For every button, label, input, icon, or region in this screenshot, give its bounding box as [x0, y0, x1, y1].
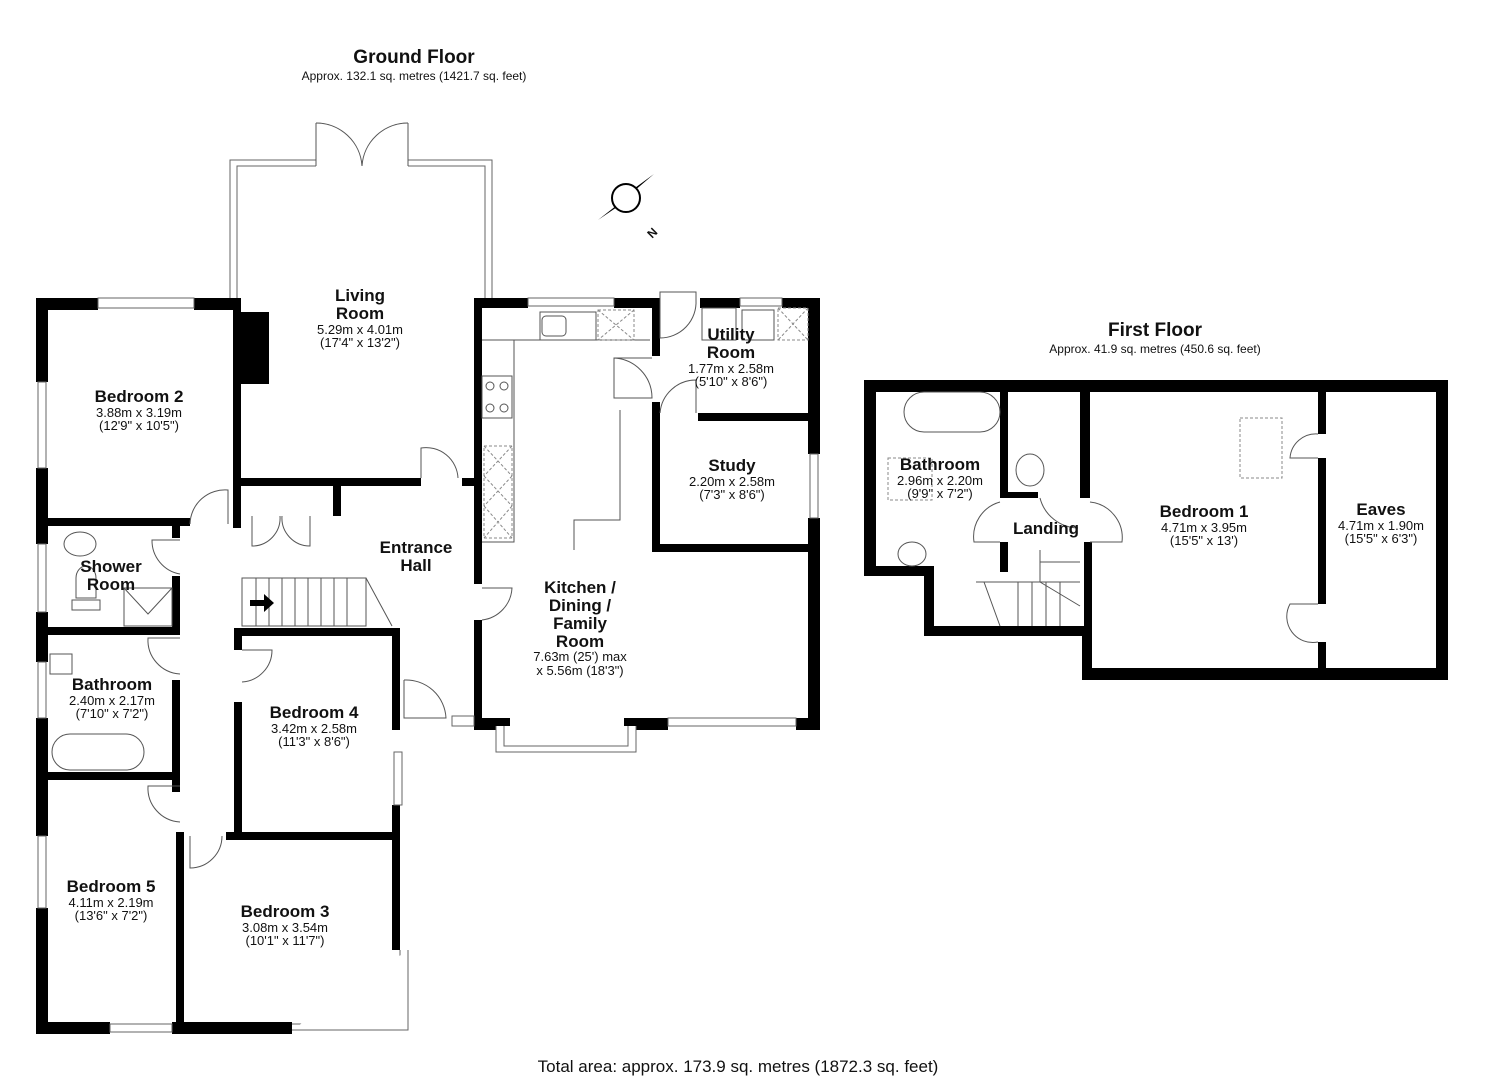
room-name: Landing	[1012, 519, 1080, 538]
room-name: Family	[553, 613, 607, 633]
room-imperial: (15'5" x 13')	[1169, 533, 1239, 549]
room-living-room: Living Room 5.29m x 4.01m (17'4" x 13'2"…	[317, 287, 403, 350]
room-name: Dining /	[548, 595, 612, 615]
room-bathroom-first: Bathroom 2.96m x 2.20m (9'9" x 7'2")	[897, 456, 983, 501]
room-shower-room: Shower Room	[80, 558, 141, 594]
room-name: Shower	[80, 557, 142, 576]
total-area: Total area: approx. 173.9 sq. metres (18…	[537, 1057, 939, 1076]
room-name: Utility	[707, 325, 755, 344]
ground-floor-windows	[37, 297, 819, 1033]
room-kitchen-dining-family: Kitchen / Dining / Family Room 7.63m (25…	[533, 579, 627, 678]
ground-floor-stairs	[241, 577, 393, 627]
first-floor-plan	[864, 380, 1448, 680]
room-name: Bathroom	[71, 675, 153, 694]
room-name: Study	[708, 456, 756, 475]
room-imperial: (11'3" x 8'6")	[278, 734, 350, 750]
room-metric: 3.88m x 3.19m	[95, 404, 182, 420]
room-entrance-hall: Entrance Hall	[380, 539, 453, 575]
ground-floor-heading: Ground Floor	[353, 47, 475, 68]
room-bedroom-1: Bedroom 1 4.71m x 3.95m (15'5" x 13')	[1160, 503, 1249, 548]
room-eaves: Eaves 4.71m x 1.90m (15'5" x 6'3")	[1338, 501, 1424, 546]
ground-floor-area: Approx. 132.1 sq. metres (1421.7 sq. fee…	[301, 68, 527, 83]
room-metric: 4.71m x 1.90m	[1338, 517, 1424, 533]
first-floor-walls	[864, 380, 1448, 680]
room-imperial: (13'6" x 7'2")	[74, 908, 148, 924]
room-name: Room	[706, 342, 756, 362]
room-imperial: (12'9" x 10'5")	[99, 418, 179, 434]
room-imperial: (15'5" x 6'3")	[1344, 531, 1418, 547]
room-name: Eaves	[1356, 500, 1406, 519]
room-name: Entrance	[379, 538, 453, 557]
first-floor-fittings	[887, 391, 1319, 644]
ground-floor-sanitary	[49, 531, 173, 771]
room-bedroom-5: Bedroom 5 4.11m x 2.19m (13'6" x 7'2")	[67, 878, 156, 923]
room-metric: 4.11m x 2.19m	[68, 894, 154, 910]
compass-rose-icon	[598, 172, 654, 222]
living-room-bay-window	[229, 122, 493, 300]
room-name: Living	[334, 286, 386, 305]
room-imperial: x 5.56m (18'3")	[536, 663, 624, 679]
ground-floor-walls	[36, 298, 820, 1034]
room-name: Room	[335, 303, 385, 323]
room-imperial: (5'10" x 8'6")	[694, 374, 768, 390]
room-metric: 2.96m x 2.20m	[897, 472, 983, 488]
room-bathroom-ground: Bathroom 2.40m x 2.17m (7'10" x 7'2")	[69, 676, 155, 721]
room-metric: 5.29m x 4.01m	[317, 321, 403, 337]
room-imperial: (17'4" x 13'2")	[320, 335, 400, 351]
room-metric: 7.63m (25') max	[533, 649, 627, 665]
first-floor-heading: First Floor	[1108, 320, 1202, 341]
room-name: Bedroom 3	[240, 902, 330, 921]
room-metric: 2.40m x 2.17m	[69, 692, 155, 708]
ground-floor-doors	[147, 291, 697, 869]
room-name: Hall	[400, 555, 432, 575]
first-floor-title: First Floor Approx. 41.9 sq. metres (450…	[1049, 320, 1261, 356]
room-utility-room: Utility Room 1.77m x 2.58m (5'10" x 8'6"…	[688, 326, 774, 389]
room-name: Room	[555, 631, 605, 651]
room-imperial: (7'3" x 8'6")	[699, 487, 765, 503]
room-metric: 3.42m x 2.58m	[270, 720, 357, 736]
room-metric: 2.20m x 2.58m	[689, 473, 775, 489]
ground-floor-title: Ground Floor Approx. 132.1 sq. metres (1…	[301, 47, 527, 83]
room-name: Bathroom	[899, 455, 981, 474]
room-name: Room	[86, 574, 136, 594]
room-name: Bedroom 1	[1159, 502, 1249, 521]
kitchen-fittings	[481, 307, 809, 550]
room-imperial: (9'9" x 7'2")	[907, 486, 973, 502]
ground-floor-plan	[36, 122, 820, 1034]
room-name: Bedroom 2	[94, 387, 184, 406]
room-bedroom-3: Bedroom 3 3.08m x 3.54m (10'1" x 11'7")	[241, 903, 330, 948]
room-name: Bedroom 5	[66, 877, 156, 896]
stairs-direction-arrow	[250, 594, 274, 612]
room-imperial: (7'10" x 7'2")	[75, 706, 149, 722]
first-floor-area: Approx. 41.9 sq. metres (450.6 sq. feet)	[1049, 341, 1261, 356]
room-metric: 4.71m x 3.95m	[1160, 519, 1247, 535]
room-metric: 3.08m x 3.54m	[241, 919, 328, 935]
room-study: Study 2.20m x 2.58m (7'3" x 8'6")	[689, 457, 775, 502]
room-bedroom-2: Bedroom 2 3.88m x 3.19m (12'9" x 10'5")	[95, 388, 184, 433]
room-name: Bedroom 4	[269, 703, 359, 722]
room-name: Kitchen /	[544, 578, 616, 597]
room-imperial: (10'1" x 11'7")	[245, 933, 325, 949]
room-landing: Landing	[1013, 520, 1079, 538]
room-metric: 1.77m x 2.58m	[688, 360, 774, 376]
room-bedroom-4: Bedroom 4 3.42m x 2.58m (11'3" x 8'6")	[270, 704, 359, 749]
